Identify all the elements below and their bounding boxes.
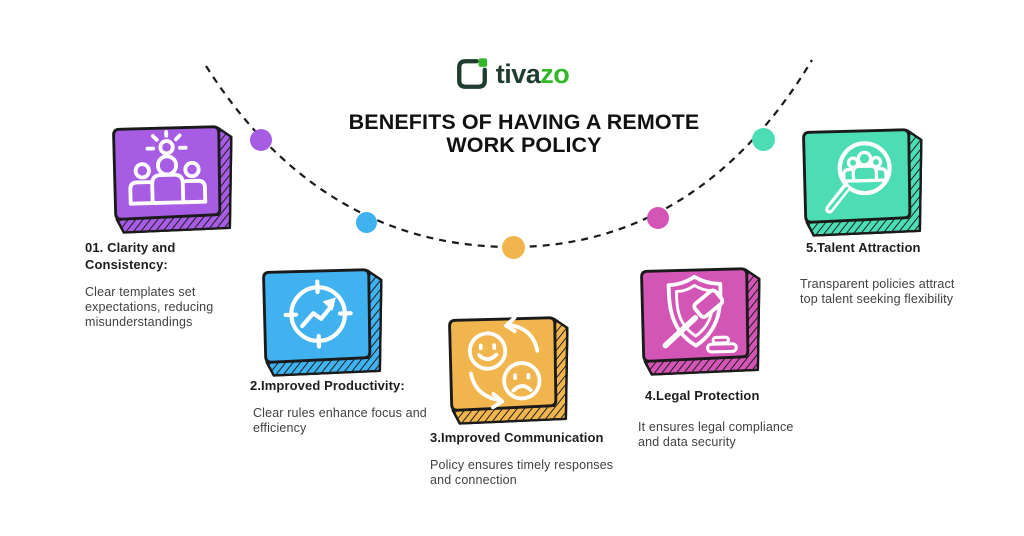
item-text-productivity: 2.Improved Productivity: Clear rules enh… bbox=[250, 378, 436, 436]
team-people-icon bbox=[128, 130, 208, 206]
timeline-dot-1 bbox=[250, 129, 272, 151]
page-title: BENEFITS OF HAVING A REMOTE WORK POLICY bbox=[12, 111, 1024, 156]
brand-logo: tivazo bbox=[0, 57, 1024, 91]
item-heading: 5.Talent Attraction bbox=[806, 240, 921, 255]
item-text-talent: 5.Talent Attraction Transparent policies… bbox=[800, 240, 958, 307]
title-line-2: WORK POLICY bbox=[446, 132, 602, 157]
item-text-clarity: 01. Clarity and Consistency: Clear templ… bbox=[85, 240, 247, 331]
item-text-legal: 4.Legal Protection It ensures legal comp… bbox=[638, 388, 810, 450]
tivazo-logo-icon bbox=[456, 58, 487, 89]
item-text-communication: 3.Improved Communication Policy ensures … bbox=[430, 430, 630, 488]
item-body: Transparent policies attract top talent … bbox=[800, 276, 955, 307]
item-heading: 4.Legal Protection bbox=[645, 388, 760, 403]
item-body: Clear templates set expectations, reduci… bbox=[85, 284, 214, 330]
item-body: Policy ensures timely responses and conn… bbox=[430, 457, 614, 488]
card-legal bbox=[637, 262, 772, 380]
item-heading: 3.Improved Communication bbox=[430, 430, 604, 445]
item-body: It ensures legal compliance and data sec… bbox=[638, 419, 794, 450]
card-communication bbox=[445, 311, 580, 429]
item-heading: 01. Clarity and Consistency: bbox=[85, 240, 176, 272]
shield-gavel-icon bbox=[662, 274, 738, 354]
timeline-dot-2 bbox=[356, 212, 377, 233]
timeline-dot-4 bbox=[647, 207, 669, 229]
brand-prefix: tiva bbox=[495, 58, 541, 89]
brand-name: tivazo bbox=[495, 58, 570, 89]
talent-search-icon bbox=[825, 141, 892, 214]
growth-chart-icon bbox=[283, 279, 353, 349]
feedback-faces-icon bbox=[467, 315, 542, 410]
brand-suffix: zo bbox=[540, 58, 570, 89]
card-clarity bbox=[109, 120, 244, 238]
item-body: Clear rules enhance focus and efficiency bbox=[253, 405, 427, 436]
timeline-dot-3 bbox=[502, 236, 525, 259]
card-productivity bbox=[259, 263, 394, 381]
item-heading: 2.Improved Productivity: bbox=[250, 378, 405, 393]
title-line-1: BENEFITS OF HAVING A REMOTE bbox=[348, 110, 700, 134]
timeline-dot-5 bbox=[752, 128, 775, 151]
card-talent bbox=[799, 123, 934, 241]
